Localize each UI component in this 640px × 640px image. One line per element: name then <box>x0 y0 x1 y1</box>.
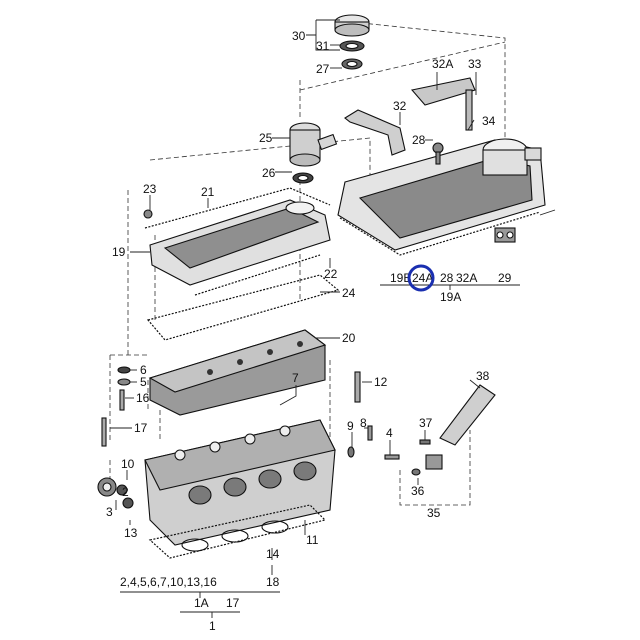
callout-6: 6 <box>140 363 147 377</box>
callout-37: 37 <box>419 416 433 430</box>
callout-3: 3 <box>106 505 113 519</box>
callout-38: 38 <box>476 369 490 383</box>
callout-28: 28 <box>412 133 426 147</box>
callout-10: 10 <box>121 457 135 471</box>
seals-left <box>97 366 400 509</box>
callout-2: 2 <box>122 485 129 499</box>
callout-1: 1 <box>209 619 216 633</box>
callout-24a: 24A <box>412 271 433 285</box>
callout-29: 29 <box>498 271 512 285</box>
sensor-assembly <box>411 384 496 476</box>
callout-labels: 30 31 27 32A 33 32 34 28 25 26 23 21 19 … <box>106 29 512 633</box>
callout-1a: 1A <box>194 596 209 610</box>
cylinder-head <box>144 419 336 546</box>
bracket-29 <box>494 227 516 243</box>
callout-22: 22 <box>324 267 338 281</box>
gasket-24 <box>146 274 340 341</box>
callout-8: 8 <box>360 416 367 430</box>
callout-19a: 19A <box>440 290 461 304</box>
callout-28b: 28 <box>440 271 454 285</box>
callout-25: 25 <box>259 131 273 145</box>
callout-26: 26 <box>262 166 276 180</box>
head-gasket <box>148 504 327 559</box>
callout-20: 20 <box>342 331 356 345</box>
callout-19: 19 <box>112 245 126 259</box>
callout-30: 30 <box>292 29 306 43</box>
callout-27: 27 <box>316 62 330 76</box>
callout-23: 23 <box>143 182 157 196</box>
callout-32a-top: 32A <box>432 57 453 71</box>
callout-group-left: 2,4,5,6,7,10,13,16 <box>120 575 217 589</box>
highlight-circle-24a <box>407 264 435 292</box>
leader-lines <box>110 19 520 618</box>
callout-11: 11 <box>306 533 319 547</box>
callout-21: 21 <box>201 185 215 199</box>
camshaft-cover-20 <box>148 329 327 416</box>
callout-32: 32 <box>393 99 407 113</box>
valve-cover-left <box>143 187 331 296</box>
valve-cover-right <box>337 138 556 256</box>
callout-14: 14 <box>266 547 280 561</box>
callout-16: 16 <box>136 391 150 405</box>
callout-13: 13 <box>124 526 138 540</box>
callout-24: 24 <box>342 286 356 300</box>
callout-18: 18 <box>266 575 280 589</box>
callout-36: 36 <box>411 484 425 498</box>
callout-31: 31 <box>316 39 330 53</box>
callout-32a-bottom: 32A <box>456 271 477 285</box>
callout-12: 12 <box>374 375 388 389</box>
callout-4: 4 <box>386 426 393 440</box>
callout-7: 7 <box>292 371 299 385</box>
callout-9: 9 <box>347 419 354 433</box>
callout-19b: 19B <box>390 271 411 285</box>
callout-17: 17 <box>134 421 148 435</box>
bracket-32 <box>344 77 476 165</box>
breather-valve <box>289 122 338 184</box>
callout-34: 34 <box>482 114 496 128</box>
callout-35: 35 <box>427 506 441 520</box>
callout-33: 33 <box>468 57 482 71</box>
oil-filler-cap <box>334 14 370 70</box>
callout-17b: 17 <box>226 596 240 610</box>
callout-5: 5 <box>140 375 147 389</box>
